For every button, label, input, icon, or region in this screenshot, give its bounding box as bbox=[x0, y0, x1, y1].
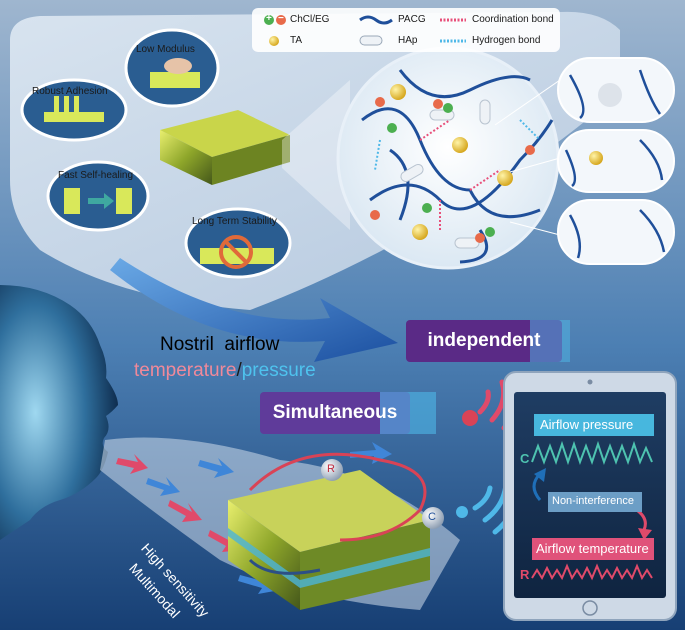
fast-self-healing-card bbox=[46, 160, 150, 232]
legend-box bbox=[252, 8, 560, 52]
zoom-line-1 bbox=[494, 79, 561, 126]
detail-pill-ta bbox=[557, 129, 675, 193]
non-interference-arrow-left-head bbox=[534, 468, 546, 482]
simultaneous-bg-glow bbox=[380, 392, 436, 434]
chcl-plus-icon bbox=[264, 15, 274, 25]
non-interference-arrow-right-head bbox=[638, 528, 652, 540]
independent-label: independent bbox=[427, 330, 541, 351]
zoom-beam bbox=[282, 80, 350, 230]
simultaneous-label: Simultaneous bbox=[272, 402, 398, 423]
sensor-block bbox=[228, 470, 430, 610]
low-modulus-label: Low Modulus bbox=[136, 44, 195, 55]
detail-pill-hydrogen bbox=[557, 199, 675, 265]
airflow-temperature-label: Airflow temperature bbox=[536, 541, 649, 556]
signal-dot-blue bbox=[456, 506, 468, 518]
independent-bg bbox=[406, 320, 562, 362]
ta-icon bbox=[269, 36, 279, 46]
r-node bbox=[321, 459, 343, 481]
face-silhouette bbox=[0, 285, 118, 540]
legend-sign-minus: − bbox=[278, 13, 284, 24]
long-term-stability-label: Long Term Stability bbox=[192, 216, 277, 227]
airflow-pressure-label: Airflow pressure bbox=[540, 417, 634, 432]
robust-adhesion-card bbox=[20, 78, 128, 142]
legend-hydrogen-bond: Hydrogen bond bbox=[472, 35, 541, 46]
independent-bg-glow bbox=[530, 320, 570, 362]
c-node bbox=[422, 507, 444, 529]
sensor-c-label: C bbox=[428, 511, 436, 523]
pacg-icon bbox=[359, 15, 393, 25]
non-interference-label: Non-interference bbox=[552, 495, 634, 507]
legend-chcl-eg: ChCl/EG bbox=[290, 14, 330, 25]
airflow-pressure-tab bbox=[534, 414, 654, 436]
zoom-line-2 bbox=[509, 157, 561, 173]
slash: / bbox=[236, 360, 242, 381]
pressure-c-marker: C bbox=[520, 451, 530, 466]
r-wire bbox=[248, 452, 427, 542]
airflow-temperature-tab bbox=[532, 538, 654, 560]
hap-icon bbox=[359, 35, 383, 46]
robust-adhesion-label: Robust Adhesion bbox=[32, 86, 108, 97]
c-wire bbox=[248, 558, 321, 575]
nostril-airflow-label: Nostril airflow bbox=[160, 334, 280, 355]
temperature-waveform bbox=[531, 563, 653, 581]
non-interference-tab bbox=[548, 492, 642, 512]
legend-sign-plus: + bbox=[266, 13, 272, 24]
legend-coordination-bond: Coordination bond bbox=[472, 14, 554, 25]
legend-ta: TA bbox=[290, 35, 303, 46]
legend-hap: HAp bbox=[398, 35, 418, 46]
signal-dot-red bbox=[462, 410, 478, 426]
temperature-r-marker: R bbox=[520, 567, 530, 582]
low-modulus-card bbox=[124, 28, 220, 108]
chcl-minus-icon bbox=[276, 15, 286, 25]
fast-self-healing-label: Fast Self-healing bbox=[58, 170, 134, 181]
long-term-stability-card bbox=[184, 207, 292, 279]
zoom-line-3 bbox=[509, 221, 561, 236]
simultaneous-bg bbox=[260, 392, 410, 434]
pressure-waveform bbox=[531, 440, 653, 466]
network-circle bbox=[336, 46, 560, 270]
temperature-word: temperature bbox=[134, 360, 237, 381]
pressure-word: pressure bbox=[241, 360, 316, 381]
detail-pill-coordination bbox=[557, 57, 675, 123]
hydrogel-block bbox=[160, 110, 290, 185]
main-arrow bbox=[110, 258, 398, 362]
sensor-r-label: R bbox=[327, 463, 335, 475]
temperature-pressure-label: temperature/pressure bbox=[134, 360, 316, 382]
legend-pacg: PACG bbox=[398, 14, 426, 25]
